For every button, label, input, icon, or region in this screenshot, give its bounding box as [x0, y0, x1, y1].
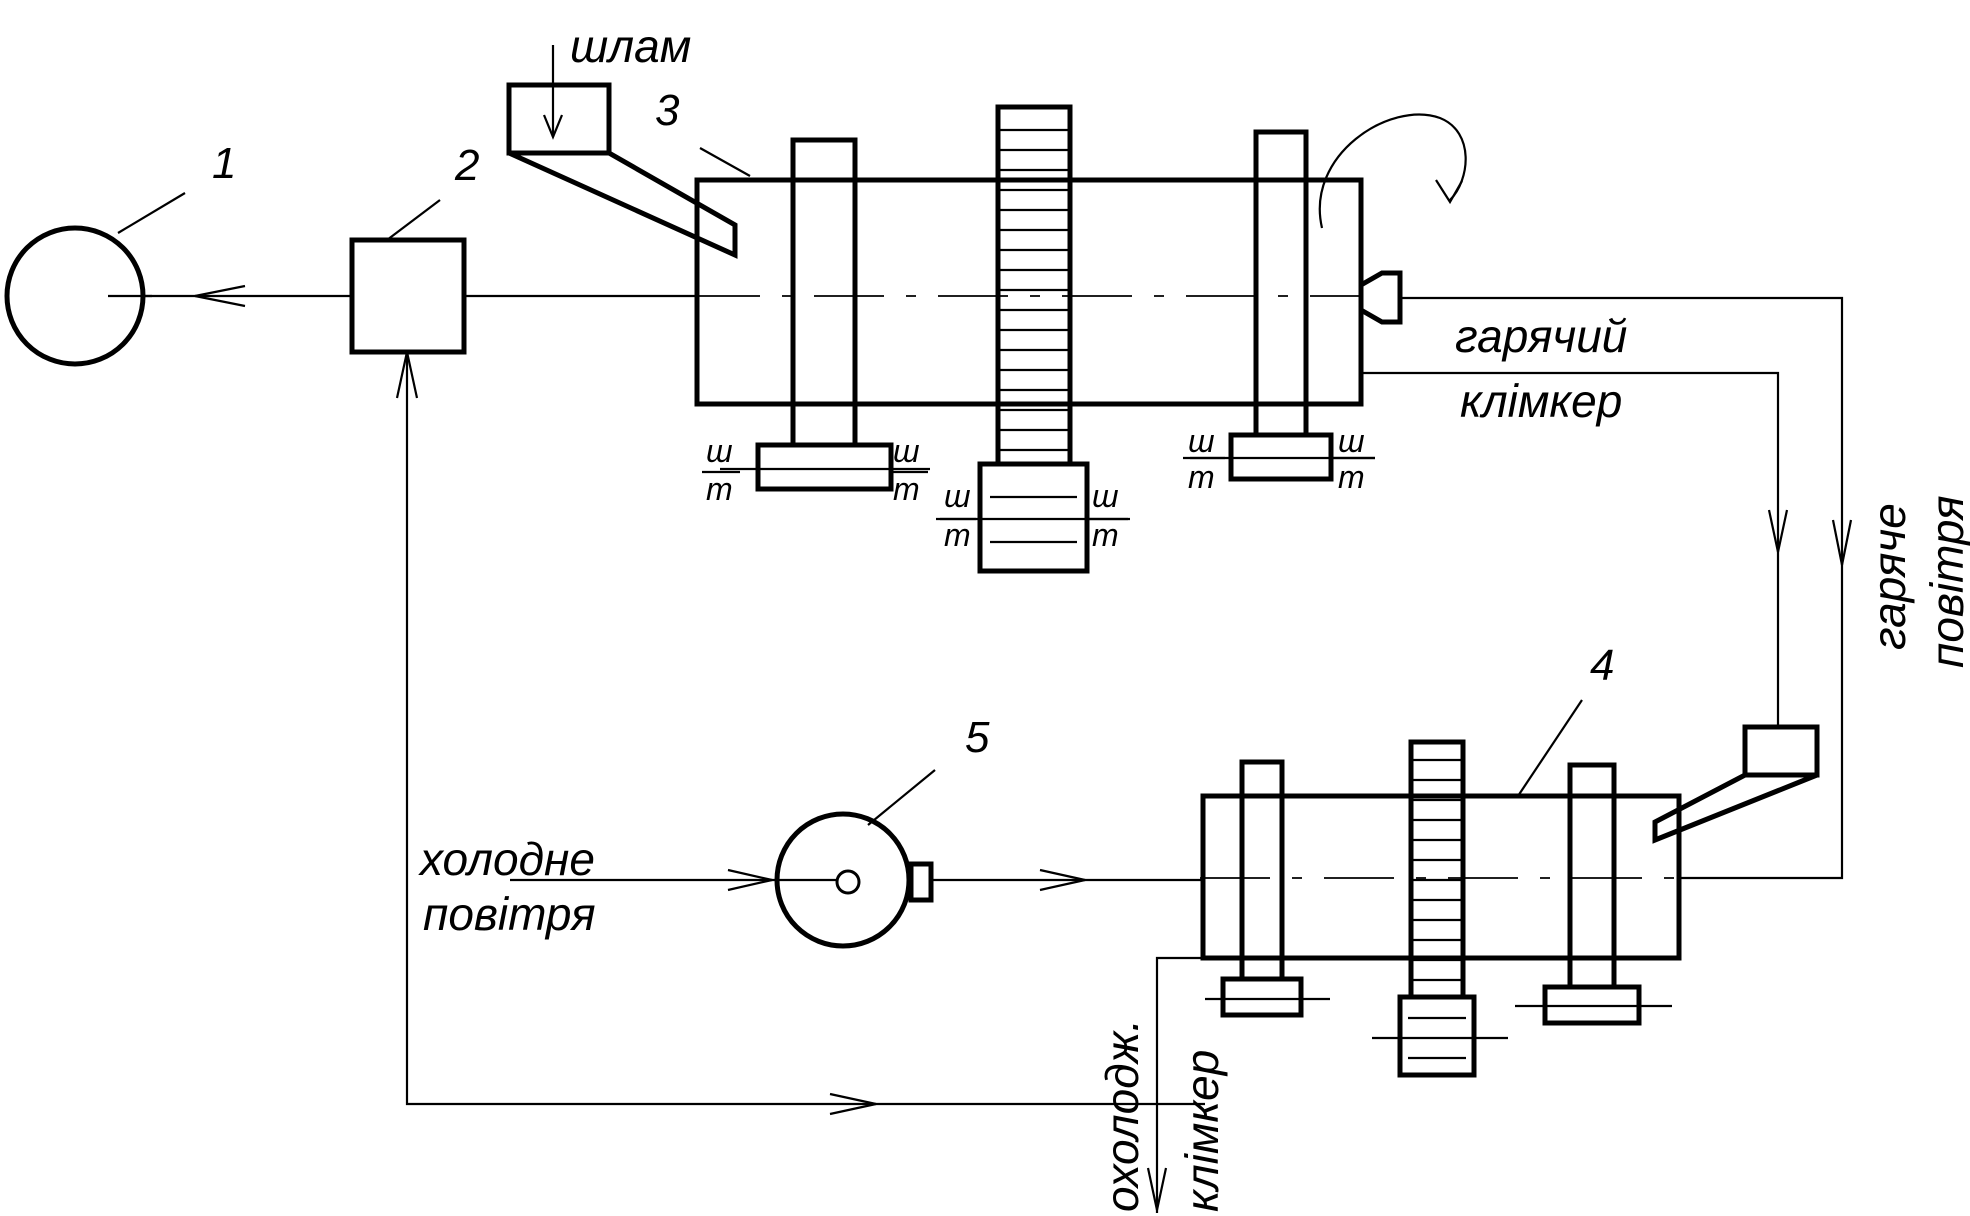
hot-air-label: гаряче повітря: [1863, 495, 1970, 668]
svg-text:т: т: [1092, 517, 1119, 553]
svg-text:т: т: [944, 517, 971, 553]
svg-text:т: т: [1188, 459, 1215, 495]
svg-text:клімкер: клімкер: [1176, 1050, 1228, 1212]
svg-text:т: т: [893, 471, 920, 507]
cooled-clinker-label: охолодж. клімкер: [1096, 1019, 1228, 1212]
fan-to-cooler-line: [931, 868, 1203, 892]
component-2-dust-collector: [349, 199, 467, 355]
gas-line-to-exhauster: [143, 284, 352, 308]
svg-text:охолодж.: охолодж.: [1096, 1019, 1148, 1212]
hot-clinker-line: [1361, 371, 1789, 727]
component-3-rotary-kiln: [690, 104, 1467, 574]
hot-air-line: [1400, 296, 1853, 880]
svg-text:повітря: повітря: [1921, 495, 1970, 668]
cold-air-inlet: [510, 868, 838, 892]
component-1-exhauster: [4, 192, 186, 367]
svg-text:т: т: [706, 471, 733, 507]
svg-text:ш: ш: [893, 433, 920, 469]
svg-text:гаряче: гаряче: [1863, 503, 1915, 650]
number-2: 2: [454, 141, 479, 190]
component-5-fan: [774, 769, 936, 949]
cold-air-label-1: холодне: [418, 833, 595, 885]
cold-air-label-2: повітря: [423, 888, 596, 940]
svg-text:т: т: [1338, 459, 1365, 495]
hot-clinker-label-2: клімкер: [1460, 375, 1622, 427]
sludge-label: шлам: [570, 20, 691, 72]
cooler-gear-hatching: [1411, 758, 1463, 982]
number-3: 3: [655, 86, 680, 135]
number-1: 1: [212, 139, 236, 188]
fraction-markers-kiln: ш т ш т ш т ш т ш т ш т: [702, 423, 1375, 553]
svg-text:ш: ш: [1338, 423, 1365, 459]
svg-text:ш: ш: [944, 478, 971, 514]
cooled-clinker-outlet: [1146, 956, 1203, 1213]
component-4-drum-cooler: [1200, 699, 1820, 1078]
svg-text:ш: ш: [1188, 423, 1215, 459]
sludge-feed-hopper: [506, 45, 738, 259]
girth-gear-hatching: [998, 128, 1070, 452]
svg-text:ш: ш: [706, 433, 733, 469]
number-5: 5: [965, 713, 990, 762]
hot-clinker-label-1: гарячий: [1455, 310, 1627, 362]
svg-text:ш: ш: [1092, 478, 1119, 514]
return-air-line: [395, 351, 1205, 1116]
number-4: 4: [1590, 641, 1614, 690]
